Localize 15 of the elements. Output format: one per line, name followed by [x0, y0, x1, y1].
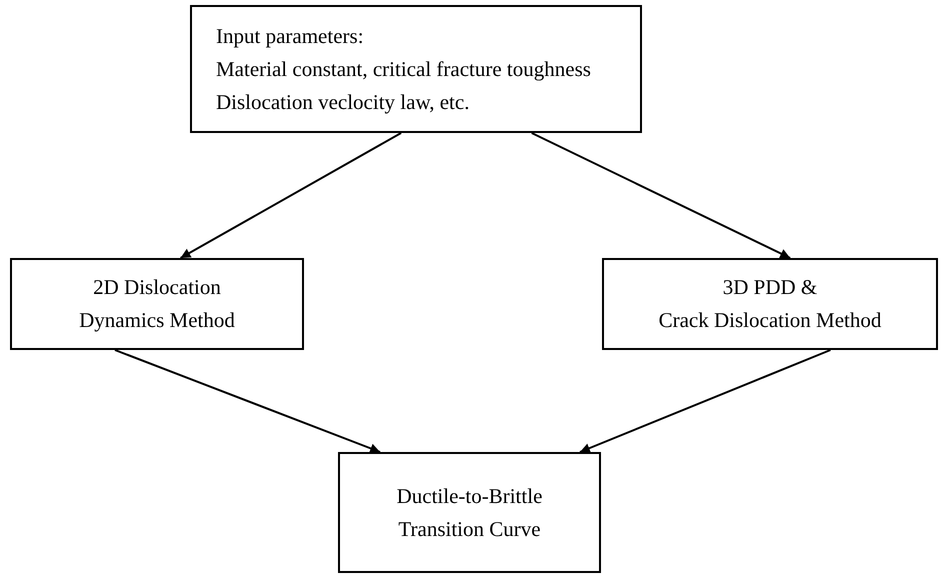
process-box [602, 258, 938, 350]
box-text: Ductile-to-Brittle Transition Curve [396, 482, 544, 542]
process-box [190, 5, 642, 133]
box-text: Material constant, critical fracture toughness [216, 56, 591, 82]
box-text: Dislocation veclocity law, etc. [216, 88, 470, 116]
process-box [10, 258, 304, 350]
box-text: Input parameters: [216, 22, 364, 50]
arrow [114, 349, 380, 454]
box-text: 3D PDD & [722, 274, 818, 301]
process-box [338, 452, 601, 573]
arrow [580, 349, 831, 453]
arrow [180, 132, 402, 259]
box-text: Crack Dislocation Method [658, 307, 882, 334]
arrow [531, 132, 791, 259]
box-text: 2D Dislocation Dynamics Method [78, 274, 236, 334]
